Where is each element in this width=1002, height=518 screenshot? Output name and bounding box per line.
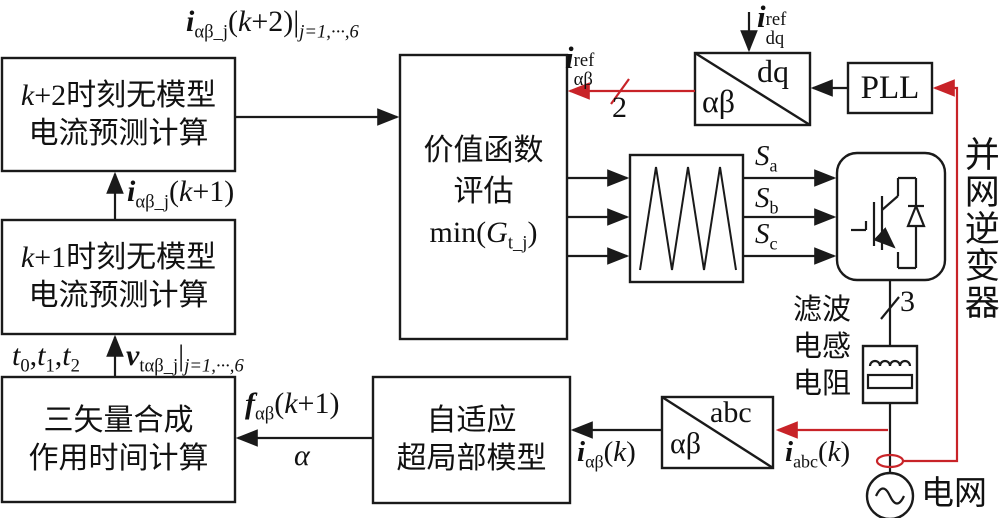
box-adaptive-model-label: 自适应 超局部模型 xyxy=(373,377,570,503)
box-vector-time xyxy=(0,375,237,504)
label-sb: Sb xyxy=(755,182,779,218)
box-cost-function-label: 价值函数 评估 min(Gt_j) xyxy=(400,55,567,339)
filter-line-1: 滤波 xyxy=(792,294,851,326)
label-sa: Sa xyxy=(755,140,778,176)
label-bus-3: 3 xyxy=(900,285,915,318)
box-k2-predict-label: k+2时刻无模型 电流预测计算 xyxy=(2,58,235,171)
cost-line3: min(Gt_j) xyxy=(429,216,538,254)
box-vector-line1: 三矢量合成 xyxy=(43,403,194,437)
label-alpha: α xyxy=(294,439,310,472)
inverter-side-label: 并网逆变器 xyxy=(959,136,999,321)
box-dq-ab xyxy=(693,51,812,127)
label-vtab-j: vtαβ_j|j=1,···,6 xyxy=(126,339,244,377)
label-sc: Sc xyxy=(755,218,778,254)
dq-ab-diagonal xyxy=(694,51,811,127)
filter-annotation: 滤波 电感 电阻 xyxy=(786,292,858,403)
red-feedback-to-pll xyxy=(903,79,959,463)
box-k1-line2: 电流预测计算 xyxy=(28,279,209,312)
label-bus-2: 2 xyxy=(612,91,627,124)
grid-source-icon xyxy=(865,471,915,518)
current-sensor-icon xyxy=(875,453,905,469)
triangle-carrier-icon xyxy=(639,166,737,271)
box-inverter xyxy=(835,151,947,282)
box-k1-predict xyxy=(0,218,237,336)
igbt-icon xyxy=(851,176,926,270)
box-k2-line1: k+2时刻无模型 xyxy=(20,78,217,112)
grid-label: 电网 xyxy=(921,476,987,512)
label-iab-j-k1: iαβ_j(k+1) xyxy=(127,175,235,213)
box-carrier xyxy=(628,153,745,284)
box-abc-ab xyxy=(660,395,775,470)
label-iab-j-k2: iαβ_j(k+2)|j=1,···,6 xyxy=(186,5,359,43)
label-t012: t0,t1,t2 xyxy=(12,339,80,377)
box-k2-predict xyxy=(0,56,237,173)
pll-label: PLL xyxy=(860,69,920,106)
box-k1-predict-label: k+1时刻无模型 电流预测计算 xyxy=(2,220,235,334)
label-iabc-k: iabc(k) xyxy=(785,436,851,472)
inductor-resistor-icon xyxy=(866,359,914,390)
abc-ab-diagonal xyxy=(661,395,774,470)
abc-ab-top-label: abc xyxy=(710,396,752,429)
box-k2-line2: 电流预测计算 xyxy=(28,116,209,150)
cost-line2: 评估 xyxy=(453,175,514,209)
adaptive-line1: 自适应 xyxy=(426,404,517,437)
dq-ab-top-label: dq xyxy=(757,53,789,89)
label-iab-k: iαβ(k) xyxy=(577,436,636,472)
filter-line-3: 电阻 xyxy=(792,368,851,400)
adaptive-line2: 超局部模型 xyxy=(396,442,547,475)
bus-slash-2 xyxy=(610,78,630,105)
abc-ab-bottom-label: αβ xyxy=(670,427,701,460)
box-vector-time-label: 三矢量合成 作用时间计算 xyxy=(2,377,235,502)
cost-line1: 价值函数 xyxy=(423,134,544,168)
box-cost-function xyxy=(398,53,569,341)
box-adaptive-model xyxy=(371,375,572,505)
bus-slash-3 xyxy=(880,296,900,320)
box-vector-line2: 作用时间计算 xyxy=(28,441,209,475)
filter-line-2: 电感 xyxy=(792,331,851,363)
box-k1-line1: k+1时刻无模型 xyxy=(20,241,217,274)
dq-ab-bottom-label: αβ xyxy=(702,83,736,119)
label-fab-k1: fαβ(k+1) xyxy=(245,387,340,425)
